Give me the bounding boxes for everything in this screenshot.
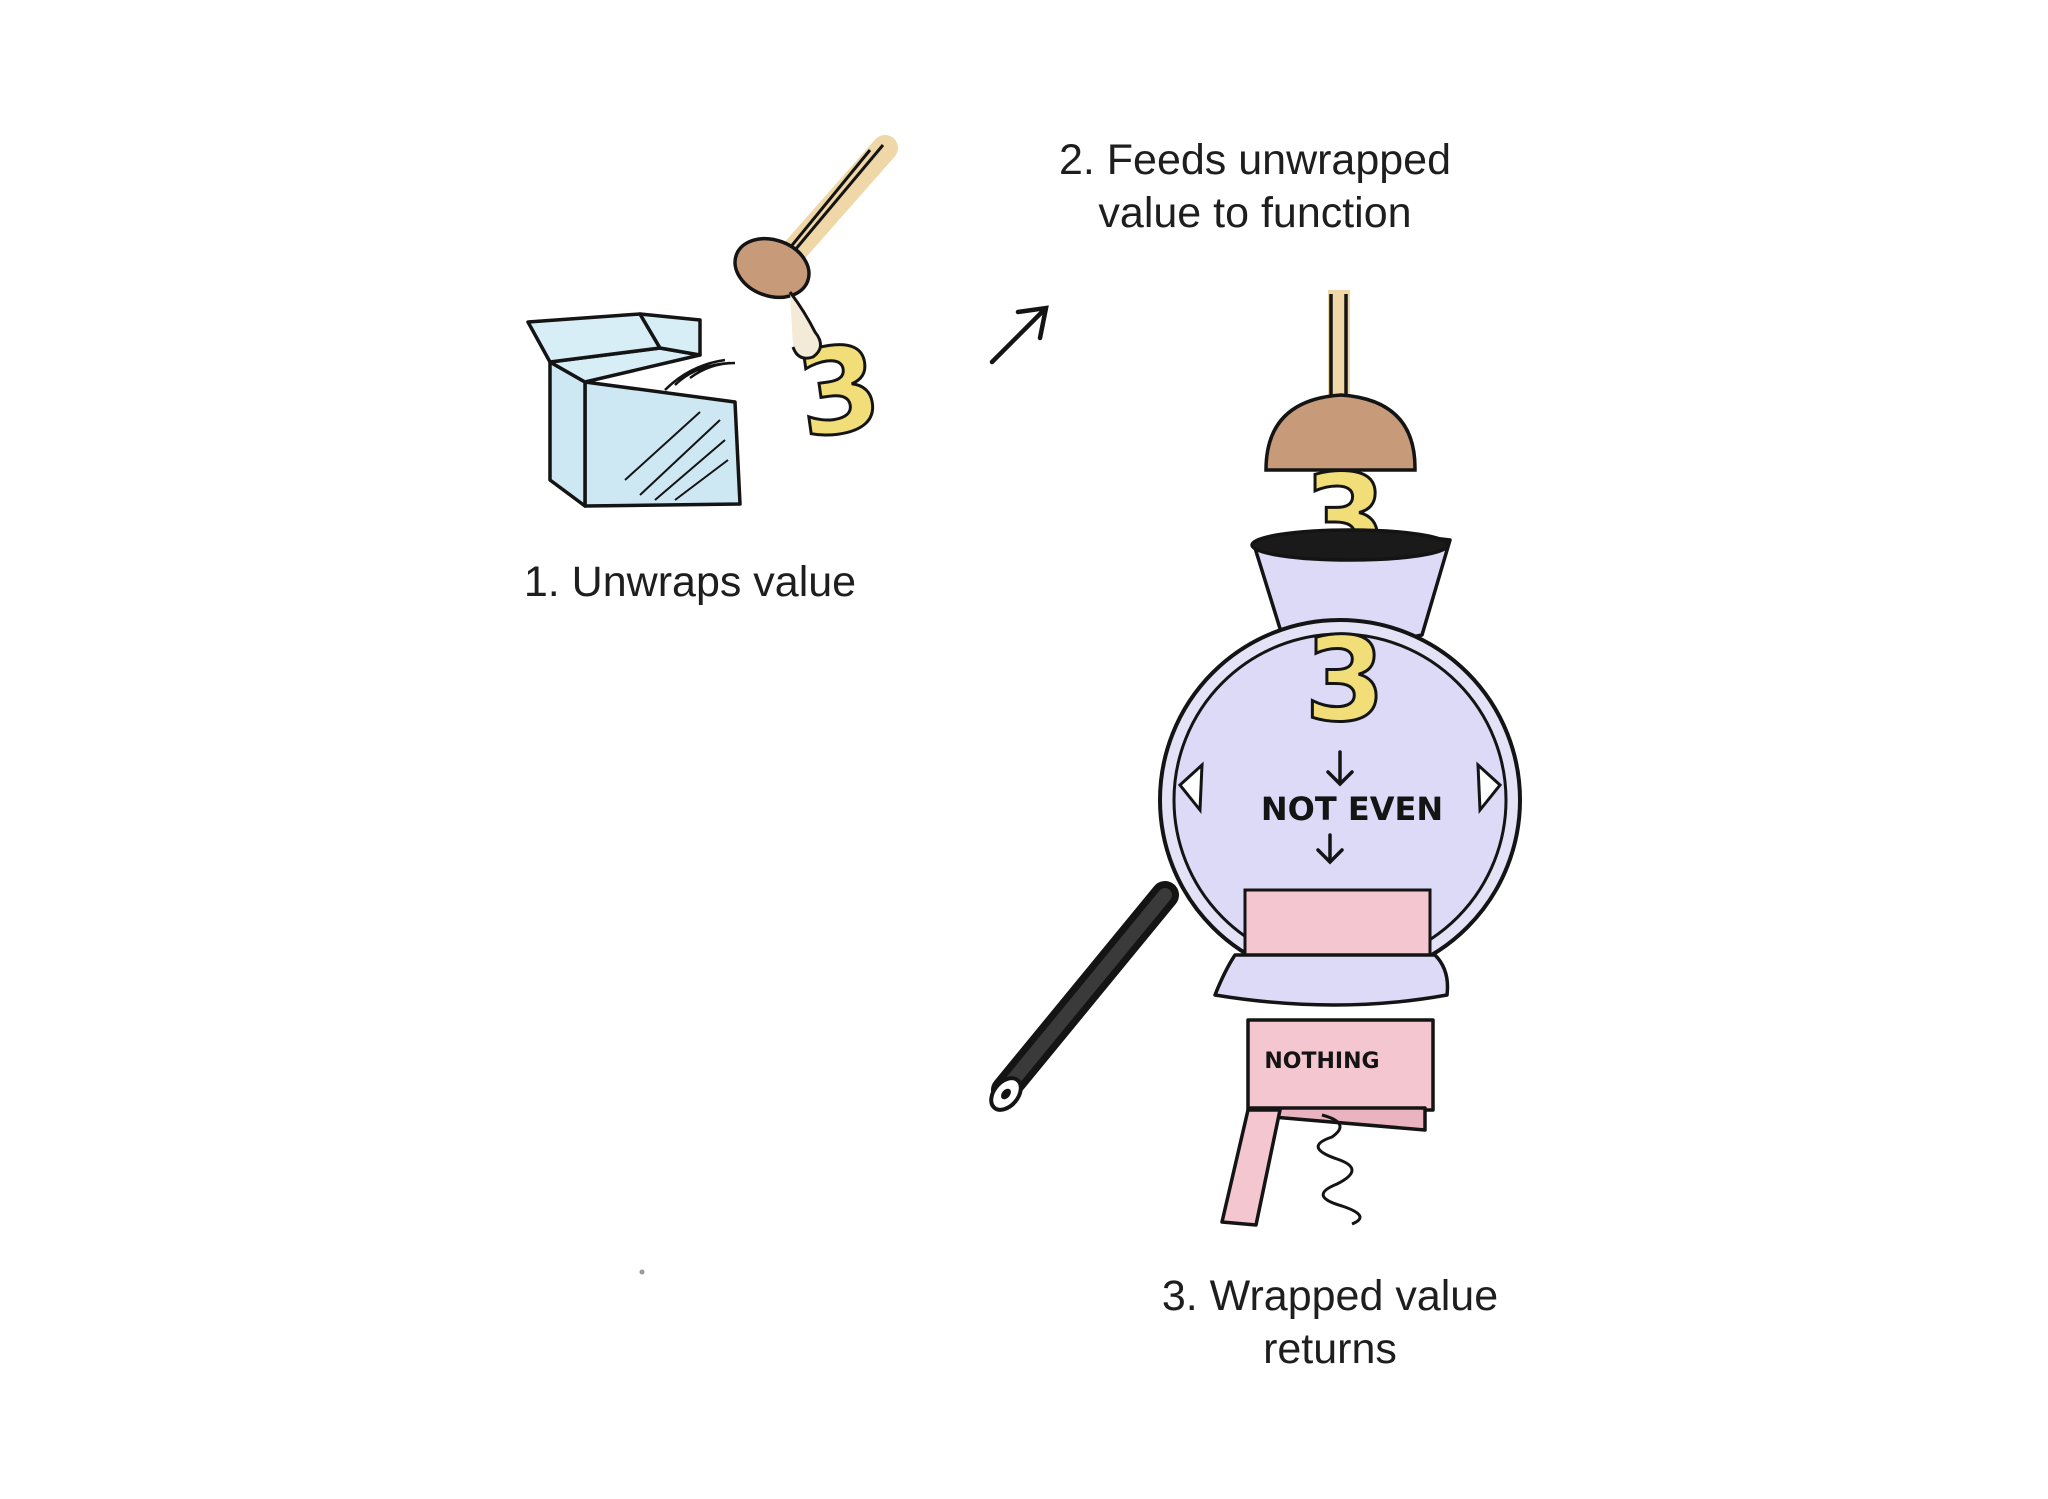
plunger-icon-large — [1266, 290, 1415, 470]
caption-step-3: 3. Wrapped value returns — [1130, 1270, 1530, 1376]
hose-icon — [985, 895, 1165, 1116]
caption-step-1: 1. Unwraps value — [500, 556, 880, 609]
machine-label: NOT EVEN — [1261, 790, 1443, 828]
output-box-label: NOTHING — [1264, 1049, 1379, 1074]
caption-step-3-line-2: returns — [1130, 1323, 1530, 1376]
caption-step-2-line-2: value to function — [1030, 187, 1480, 240]
arrow-icon — [992, 308, 1046, 362]
speck — [640, 1270, 645, 1275]
caption-step-2: 2. Feeds unwrapped value to function — [1030, 134, 1480, 240]
caption-step-3-line-1: 3. Wrapped value — [1130, 1270, 1530, 1323]
digit-three-text-3: 3 — [1305, 613, 1386, 748]
caption-step-2-line-1: 2. Feeds unwrapped — [1030, 134, 1480, 187]
open-box-icon — [528, 314, 740, 506]
funnel-bottom — [1215, 955, 1448, 1005]
caption-step-1-line-1: 1. Unwraps value — [500, 556, 880, 609]
